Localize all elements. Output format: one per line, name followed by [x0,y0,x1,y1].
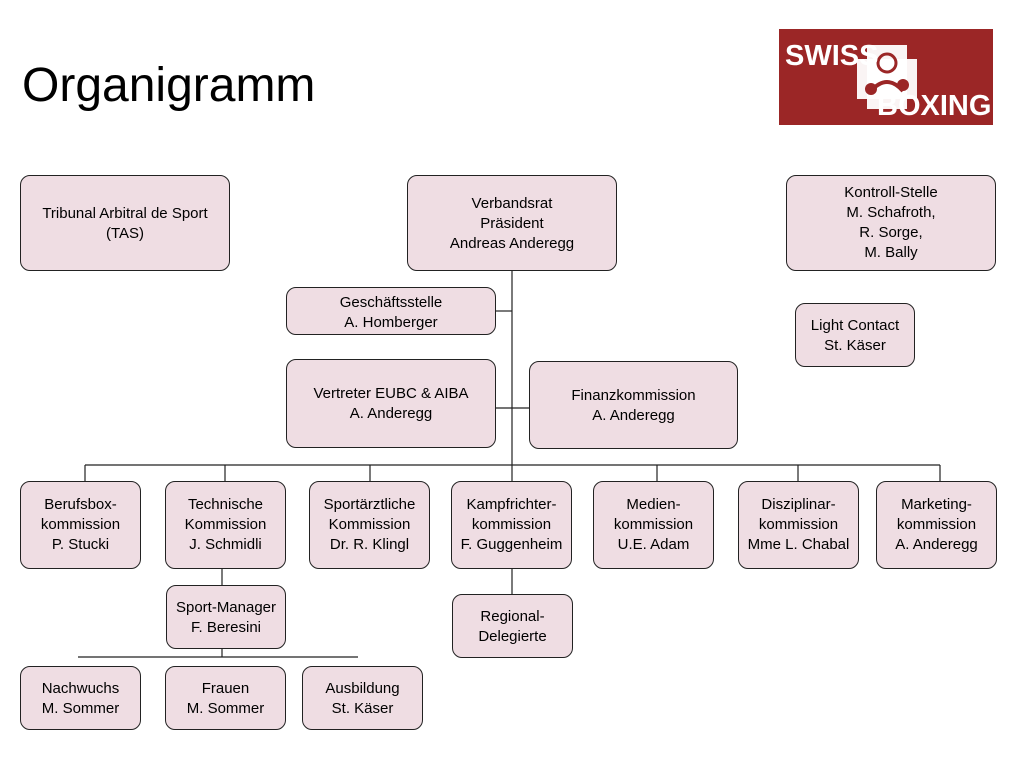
logo-word-swiss: SWISS [785,40,878,72]
logo-word-boxing: BOXING [877,90,991,122]
node-technische-kommission: Technische Kommission J. Schmidli [165,481,286,569]
page-title: Organigramm [22,59,316,112]
node-tas: Tribunal Arbitral de Sport (TAS) [20,175,230,271]
node-marketingkommission: Marketing- kommission A. Anderegg [876,481,997,569]
node-berufsboxkommission: Berufsbox- kommission P. Stucki [20,481,141,569]
node-nachwuchs: Nachwuchs M. Sommer [20,666,141,730]
node-kampfrichterkommission: Kampfrichter- kommission F. Guggenheim [451,481,572,569]
node-kontroll-stelle: Kontroll-Stelle M. Schafroth, R. Sorge, … [786,175,996,271]
boxer-cross-icon: SWISS BOXING [785,40,991,122]
node-finanzkommission: Finanzkommission A. Anderegg [529,361,738,449]
node-sportaerztliche-kommission: Sportärztliche Kommission Dr. R. Klingl [309,481,430,569]
node-disziplinarkommission: Disziplinar- kommission Mme L. Chabal [738,481,859,569]
node-verbandsrat: Verbandsrat Präsident Andreas Anderegg [407,175,617,271]
swiss-boxing-logo: SWISS BOXING [779,29,993,125]
node-medienkommission: Medien- kommission U.E. Adam [593,481,714,569]
node-sport-manager: Sport-Manager F. Beresini [166,585,286,649]
node-vertreter-eubc-aiba: Vertreter EUBC & AIBA A. Anderegg [286,359,496,448]
node-light-contact: Light Contact St. Käser [795,303,915,367]
node-frauen: Frauen M. Sommer [165,666,286,730]
node-ausbildung: Ausbildung St. Käser [302,666,423,730]
node-geschaeftsstelle: Geschäftsstelle A. Homberger [286,287,496,335]
node-regional-delegierte: Regional- Delegierte [452,594,573,658]
